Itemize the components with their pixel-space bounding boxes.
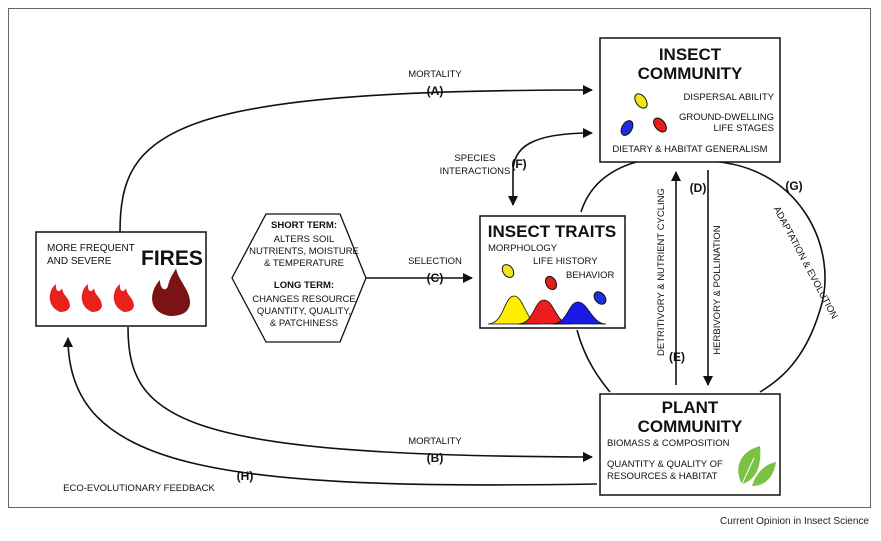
arrow-f-up <box>512 128 593 173</box>
link-a-label: MORTALITY <box>408 69 462 80</box>
long-term-heading: LONG TERM: <box>274 280 334 291</box>
trait-item-morphology: MORPHOLOGY <box>488 243 558 254</box>
plant-community-box: PLANT COMMUNITY BIOMASS & COMPOSITION QU… <box>599 393 781 496</box>
plant-item-resources: RESOURCES & HABITAT <box>607 471 718 482</box>
effects-hexagon: SHORT TERM: ALTERS SOIL NUTRIENTS, MOIST… <box>231 213 367 343</box>
community-item-dispersal: DISPERSAL ABILITY <box>684 92 775 103</box>
trait-distribution-curves <box>487 295 607 325</box>
link-c-letter: (C) <box>427 271 444 285</box>
link-b-letter: (B) <box>427 451 444 465</box>
fires-label-line2: AND SEVERE <box>47 256 112 267</box>
connectors <box>63 85 826 486</box>
fires-box: MORE FREQUENT AND SEVERE FIRES <box>35 231 207 327</box>
community-item-life-stages: LIFE STAGES <box>713 123 774 134</box>
long-term-line: & PATCHINESS <box>270 318 338 329</box>
link-e-label: DETRITIVORY & NUTRIENT CYCLING <box>656 188 667 356</box>
insect-community-title-line1: INSECT <box>659 45 722 64</box>
community-item-generalism: DIETARY & HABITAT GENERALISM <box>612 144 767 155</box>
trait-item-life-history: LIFE HISTORY <box>533 256 598 267</box>
link-d-letter: (D) <box>690 181 707 195</box>
link-g-label: ADAPTATION & EVOLUTION <box>771 205 840 321</box>
plant-item-biomass: BIOMASS & COMPOSITION <box>607 438 730 449</box>
link-g-letter: (G) <box>785 179 802 193</box>
trait-item-behavior: BEHAVIOR <box>566 270 615 281</box>
short-term-line: & TEMPERATURE <box>264 258 344 269</box>
arrow-b <box>127 326 593 462</box>
link-h-letter: (H) <box>237 469 254 483</box>
arrow-h <box>63 337 598 486</box>
plant-community-title-line1: PLANT <box>662 398 719 417</box>
link-a-letter: (A) <box>427 84 444 98</box>
figure-caption: Current Opinion in Insect Science <box>720 516 869 527</box>
beetle-icon <box>501 264 607 305</box>
plant-community-title-line2: COMMUNITY <box>638 417 743 436</box>
arrow-a <box>119 85 593 233</box>
leaf-icon <box>738 446 776 486</box>
link-b-label: MORTALITY <box>408 436 462 447</box>
link-f-letter: (F) <box>511 157 526 171</box>
fires-label-line1: MORE FREQUENT <box>47 243 135 254</box>
link-f-label-line2: INTERACTIONS <box>440 166 511 177</box>
insect-traits-box: INSECT TRAITS MORPHOLOGY LIFE HISTORY BE… <box>479 215 626 329</box>
arc-g-left <box>580 160 641 213</box>
link-c-label: SELECTION <box>408 256 462 267</box>
arc-g-bottom <box>576 329 611 393</box>
insect-community-box: INSECT COMMUNITY DISPERSAL ABILITY GROUN… <box>599 37 781 163</box>
link-d-label: HERBIVORY & POLLINATION <box>712 225 723 354</box>
link-h-label: ECO-EVOLUTIONARY FEEDBACK <box>63 483 215 494</box>
arc-g-right <box>701 160 826 393</box>
insect-community-title-line2: COMMUNITY <box>638 64 743 83</box>
link-e-letter: (E) <box>669 350 685 364</box>
short-term-line: ALTERS SOIL <box>274 234 335 245</box>
community-item-ground-dwelling: GROUND-DWELLING <box>679 112 774 123</box>
beetle-icon <box>620 93 667 136</box>
long-term-line: QUANTITY, QUALITY, <box>257 306 351 317</box>
plant-item-quantity: QUANTITY & QUALITY OF <box>607 459 723 470</box>
fires-title: FIRES <box>141 247 203 270</box>
fire-icon <box>49 268 190 316</box>
long-term-line: CHANGES RESOURCE <box>252 294 355 305</box>
insect-traits-title: INSECT TRAITS <box>488 222 616 241</box>
short-term-heading: SHORT TERM: <box>271 220 337 231</box>
short-term-line: NUTRIENTS, MOISTURE <box>249 246 359 257</box>
link-f-label-line1: SPECIES <box>454 153 495 164</box>
figure-frame <box>8 8 871 508</box>
